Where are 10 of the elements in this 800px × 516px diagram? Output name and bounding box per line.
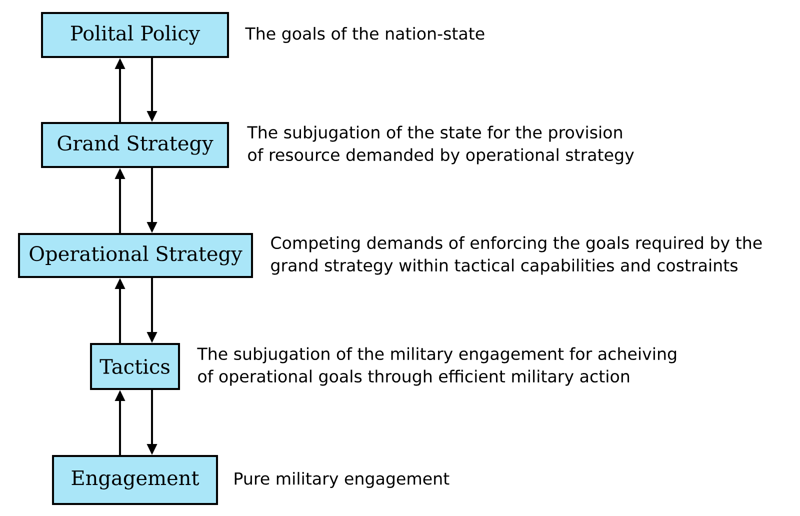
description-text: The goals of the nation-state bbox=[245, 26, 484, 44]
process-box: Tactics bbox=[90, 343, 180, 390]
description-text: Pure military engagement bbox=[234, 472, 450, 488]
description-text: The subjugation of the military engagement for acheiving of operational goals through efficient military action bbox=[197, 347, 676, 386]
process-box: Operational Strategy bbox=[18, 233, 253, 278]
description-text: Competing demands of enforcing the goals required by the grand strategy within tactical capabilities and costraints bbox=[271, 236, 762, 275]
description-text: The subjugation of the state for the provision of resource demanded by operational strategy bbox=[247, 126, 634, 164]
process-box: Engagement bbox=[52, 455, 218, 505]
process-box: Polital Policy bbox=[41, 12, 229, 58]
process-box: Grand Strategy bbox=[41, 122, 229, 168]
